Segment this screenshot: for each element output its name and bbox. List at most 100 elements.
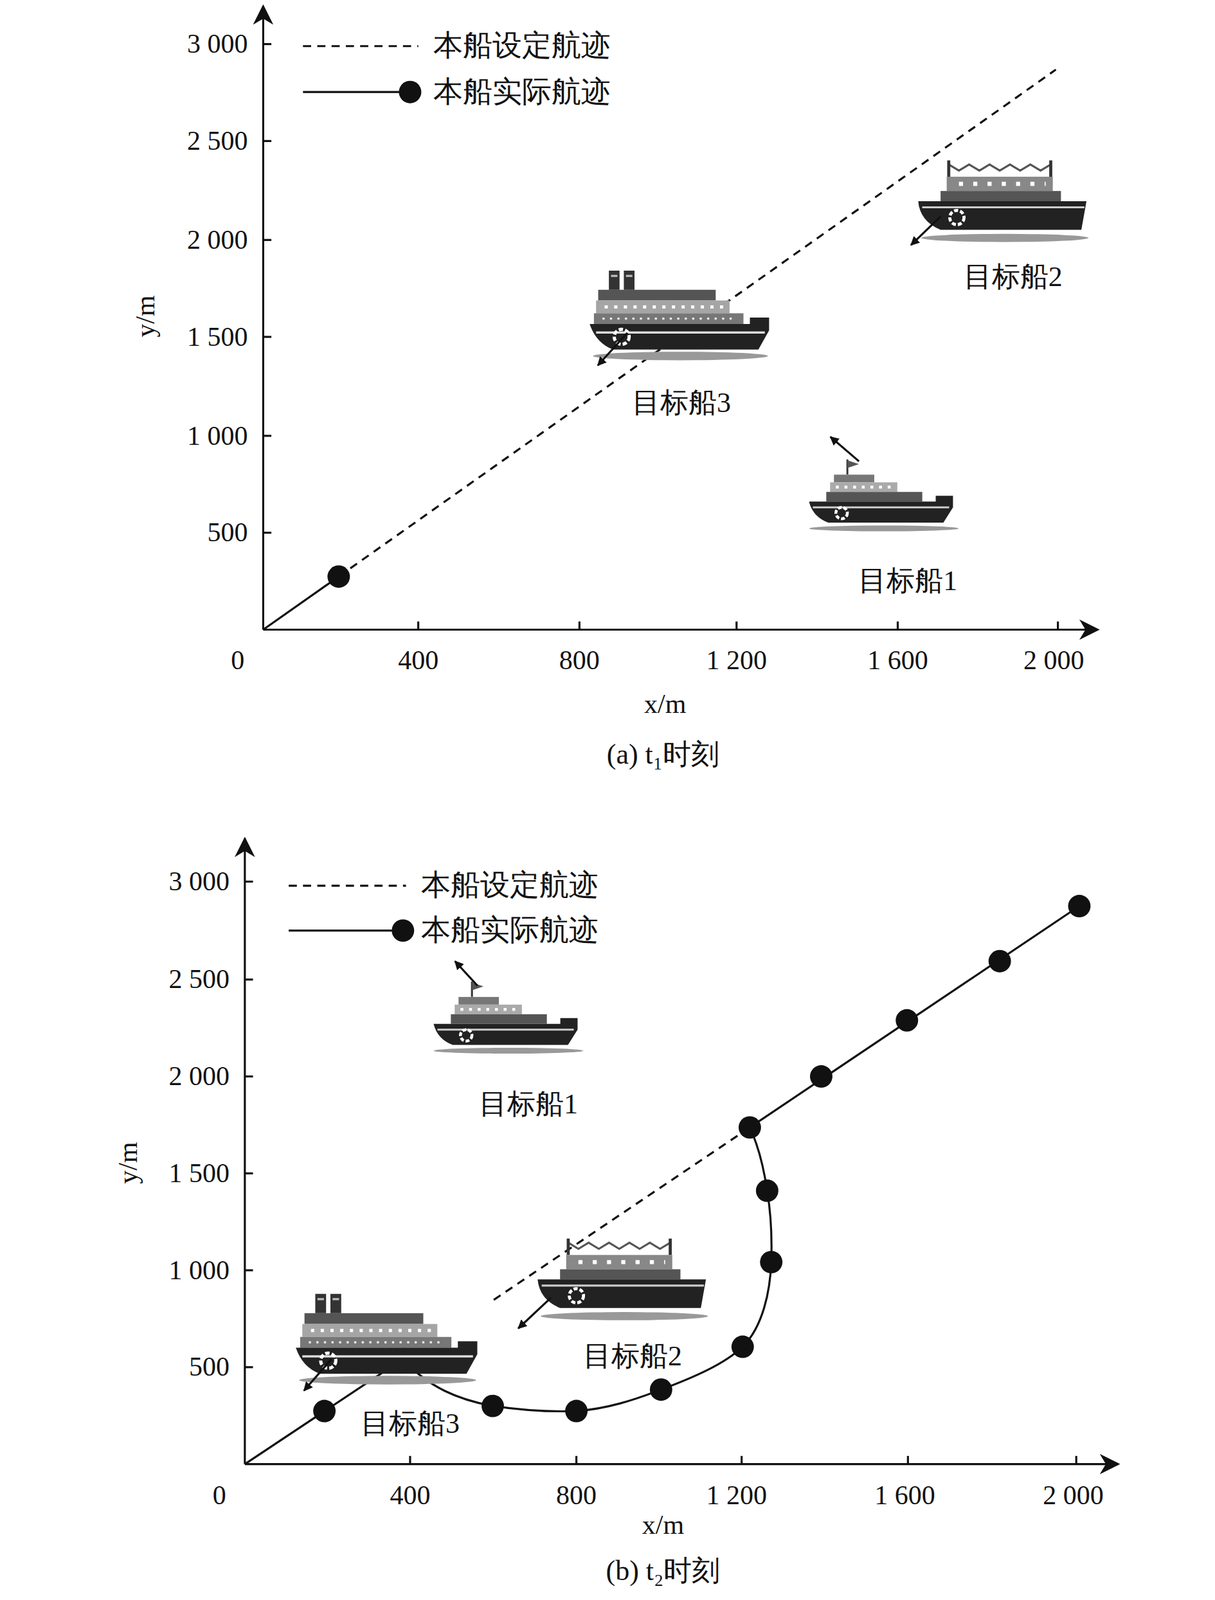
axes-part (244, 1269, 254, 1271)
legend-sample-dot (398, 81, 422, 104)
heading-arrow (910, 216, 941, 245)
axes-part (1075, 1456, 1078, 1465)
track-points-part (988, 950, 1012, 973)
track-points-part (756, 1179, 779, 1203)
axes-part (244, 978, 254, 981)
axes-part (735, 621, 738, 630)
axes (244, 838, 1118, 1465)
axes-part (262, 628, 1098, 631)
axes-part (262, 43, 272, 45)
target-ship-1 (433, 981, 584, 1054)
figure-caption: (a) t₁时刻 (606, 739, 720, 771)
legend-text: 本船设定航迹 (433, 29, 611, 63)
ship-label: 目标船2 (583, 1341, 683, 1372)
target-ship-3 (589, 270, 769, 361)
axis-title: x/m (642, 1510, 684, 1540)
track-points-part (1067, 894, 1091, 918)
tick-label: 800 (556, 1480, 597, 1511)
tick-label: 1 200 (705, 1480, 767, 1511)
legend-sample-dashed (288, 884, 406, 887)
axes-part (578, 621, 581, 630)
tick-label: 1 000 (169, 1255, 231, 1286)
tick-label: 1 000 (187, 421, 249, 451)
heading-arrow (304, 1359, 332, 1391)
legend-sample-solid (302, 91, 408, 94)
panel-b (244, 838, 1118, 1465)
heading-arrow (830, 437, 859, 462)
axis-title: x/m (644, 689, 686, 719)
tick-label: 2 000 (169, 1061, 231, 1091)
axes-part (896, 621, 899, 630)
axes-part (244, 880, 254, 883)
axes (262, 6, 1098, 630)
track-point (327, 565, 350, 589)
heading-arrow (518, 1297, 551, 1329)
tick-label: 0 (230, 645, 245, 675)
legend-text: 本船设定航迹 (421, 869, 599, 902)
legend-text: 本船实际航迹 (433, 75, 611, 109)
axes-part (1056, 621, 1059, 630)
tick-label: 400 (397, 645, 439, 675)
axes-part (262, 434, 272, 437)
axes-part (262, 6, 265, 630)
ship-label: 目标船3 (631, 387, 731, 419)
legend-sample-dot (391, 919, 414, 942)
axes-part (907, 1456, 909, 1465)
axes-part (244, 1075, 254, 1078)
track-points-part (738, 1116, 762, 1139)
track-points-part (731, 1335, 755, 1359)
legend-sample-solid (288, 929, 393, 932)
ship-label: 目标船3 (360, 1408, 460, 1440)
axes-part (262, 335, 272, 338)
tick-label: 1 600 (867, 645, 929, 675)
tick-label: 2 500 (187, 126, 249, 156)
axes-part (244, 1463, 1118, 1466)
track-points-part (313, 1400, 336, 1423)
heading-arrow (455, 961, 478, 986)
target-ship-2 (918, 160, 1089, 243)
legend-sample-dashed (302, 45, 418, 47)
figure-caption: (b) t₂时刻 (606, 1555, 721, 1587)
tick-label: 1 600 (874, 1480, 936, 1511)
axes-part (262, 531, 272, 534)
target-ship-3 (295, 1294, 477, 1385)
tick-label: 2 000 (1042, 1480, 1104, 1511)
axis-title: y/m (129, 295, 160, 337)
track-points-part (895, 1009, 918, 1032)
track-points-part (759, 1251, 783, 1274)
tick-label: 3 000 (169, 866, 231, 897)
tick-label: 1 500 (169, 1158, 231, 1188)
track-points-part (649, 1378, 673, 1401)
tick-label: 2 500 (169, 964, 231, 994)
planned-track (338, 69, 1057, 577)
axis-title: y/m (112, 1141, 143, 1184)
ship-label: 目标船1 (858, 565, 958, 597)
tick-label: 1 500 (187, 322, 249, 352)
tick-label: 3 000 (187, 28, 249, 59)
actual-track (244, 906, 1080, 1465)
ship-label: 目标船2 (963, 261, 1063, 293)
tick-label: 500 (189, 1351, 230, 1382)
axes-part (417, 621, 420, 630)
axes-part (243, 838, 246, 1465)
panel-a (262, 6, 1098, 630)
tick-label: 500 (207, 517, 249, 548)
axes-part (244, 1366, 254, 1368)
axes-part (244, 1172, 254, 1175)
tick-label: 0 (212, 1480, 227, 1511)
legend-text: 本船实际航迹 (421, 914, 599, 947)
tick-label: 2 000 (1023, 645, 1085, 675)
target-ship-1 (808, 459, 959, 531)
axes-part (408, 1456, 411, 1465)
tick-label: 2 000 (187, 225, 249, 255)
track-points-part (481, 1395, 504, 1418)
axes-part (262, 239, 272, 242)
track-points-part (565, 1400, 588, 1423)
target-ship-2 (537, 1238, 708, 1321)
axes-part (262, 140, 272, 143)
tick-label: 1 200 (705, 645, 767, 675)
tick-label: 400 (389, 1480, 431, 1511)
actual-track (262, 576, 339, 630)
